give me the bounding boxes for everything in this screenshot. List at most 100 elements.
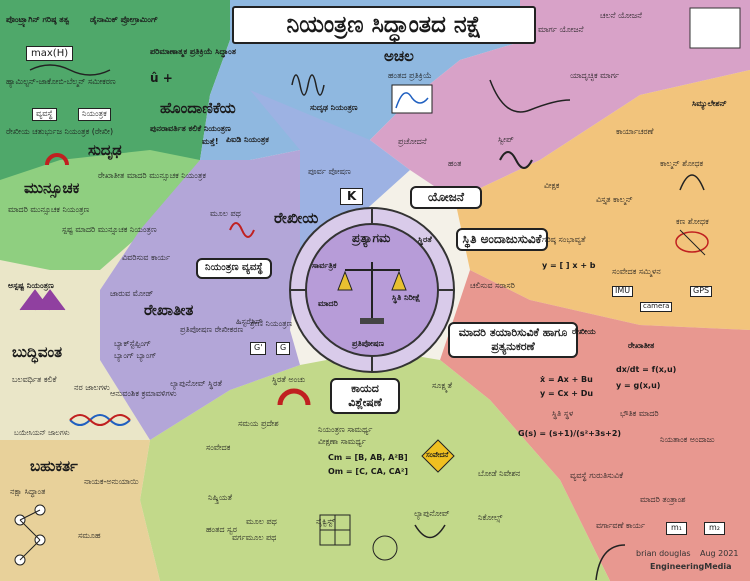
region-multiagent [0, 440, 160, 581]
observability-label: ವೀಕ್ಷಣಾ ಸಾಮರ್ಥ್ಯ [318, 437, 366, 446]
sens-label: ಸೂಕ್ಷ್ಮತೆ [432, 381, 453, 390]
ekf-label: ವಿಸ್ತೃತ ಕಾಲ್ಮನ್ [596, 195, 633, 204]
gps-box: GPS [690, 286, 713, 297]
graph-theory-label: ನಕ್ಷಾ ಸಿದ್ಧಾಂತ [10, 487, 46, 496]
linear-heading: ರೇಖೀಯ [274, 209, 319, 227]
predictive-heading: ಮುನ್ಸೂಚಕ [24, 179, 80, 197]
hub-feedback: ಪ್ರತ್ಯಾಗಮ [352, 231, 391, 245]
nyquist-label: ನೈಕ್ವಿಸ್ಟ್ [316, 517, 335, 526]
backstep-label: ಬ್ಯಾಕ್‌ಸ್ಟೆಪ್ಪಿಂಗ್ [114, 339, 151, 348]
g1-box: G' [250, 342, 267, 355]
domain-label: ಭೌತಿಕ ಮಾದರಿ [620, 409, 659, 418]
page-title: ನಿಯಂತ್ರಣ ಸಿದ್ಧಾಂತದ ನಕ್ಷೆ [232, 6, 536, 44]
nichols-label: ನಿಕೋಲ್ಸ್ [478, 513, 503, 522]
particle-label: ಕಣ ಶೋಧಕ [676, 217, 709, 226]
path-planning-label: ಮಾರ್ಗ ಯೋಜನೆ [538, 25, 584, 34]
lqr-label: ರೇಖೀಯ ಚತುರ್ಭುಜ ನಿಯಂತ್ರಕ (ರೇಖೀ) [6, 127, 114, 136]
m1-box: m₁ [666, 522, 687, 535]
hub-universal: ಸಾರ್ವತ್ರಿಕ [312, 261, 337, 270]
region-predictive [0, 150, 200, 270]
uhat-label: û + [150, 71, 173, 85]
impulse-label: ಪ್ರಚೋದನೆ [398, 137, 427, 146]
mle-label: ಗರಿಷ್ಠ ಸಂಭಾವ್ಯತೆ [542, 235, 586, 244]
param-label: ನಿಯತಾಂಕ ಅಂದಾಜು [660, 435, 715, 444]
nl2-label: y = g(x,u) [616, 381, 661, 390]
passive-label: ನಿಷ್ಕ್ರಿಯತೆ [208, 493, 233, 502]
pid-label: ಪಿಐಡಿ ನಿಯಂತ್ರಕ [226, 135, 269, 144]
stochastic-label: ಯಾದೃಚ್ಛಿಕ ಮಾರ್ಗ [570, 71, 620, 80]
credit-author: brian douglas [636, 549, 691, 558]
nonlinear-model-label: ರೇಖಾತೀತ [628, 341, 655, 350]
margin-label: ಸ್ಥಿರತೆ ಅಂಚು [272, 375, 306, 384]
om-label: Om = [C, CA, CA²] [328, 467, 409, 476]
describing-label: ವಿವರಿಸುವ ಕಾರ್ಯ [122, 253, 171, 262]
sweep-label: ಸ್ವೀಪ್ [498, 135, 514, 144]
plant-box: ವ್ಯವಸ್ಥೆ [32, 108, 57, 121]
scale-icon [337, 262, 407, 324]
warn-label: ಸಂವೇದನೆ [426, 451, 449, 459]
tf-label: ವರ್ಗಾವಣೆ ಕಾರ್ಯ [596, 521, 646, 530]
robust-ctrl-label: ಸುದೃಢ ನಿಯಂತ್ರಣ [310, 103, 358, 112]
region-system [140, 350, 610, 581]
bayes-label: ಬಯೇಸಿಯನ್ ಜಾಲಗಳು [14, 429, 70, 437]
ss-label: ಸ್ಥಿತಿ ಸ್ಥಳ [552, 409, 574, 418]
learn-label: ಪುನರಾವರ್ತಿತ ಕಲಿಕೆ ನಿಯಂತ್ರಣ [150, 124, 231, 133]
root-locus-label: ಮೂಲ ಪಥ [210, 209, 241, 218]
mpc-label: ಮಾದರಿ ಮುನ್ಸೂಚಕ ನಿಯಂತ್ರಣ [8, 205, 90, 214]
pwm-label: ವರ್ಗಮೂಲ ಪಥ [232, 533, 277, 542]
feedbacklin-label: ಪ್ರತಿಪೋಷಣ ರೇಖೀಕರಣ [180, 325, 244, 334]
hub-feedforward: ಪ್ರತಿಪೋಷಣ [352, 339, 385, 348]
bangbang-label: ಬ್ಯಾಂಗ್ ಬ್ಯಾಂಗ್ [114, 351, 157, 360]
adaptive-heading: ಹೊಂದಾಣಿಕೆಯ [160, 99, 236, 117]
kalman-label: ಕಾಲ್ಮನ್ ಶೋಧಕ [660, 159, 704, 168]
hjb-label: ಹ್ಯಾಮಿಲ್ಟನ್-ಜಾಕೋಬಿ-ಬೆಲ್ಮನ್ ಸಮೀಕರಣ [6, 77, 116, 86]
maxh-box: max(H) [26, 46, 74, 61]
hub-stability: ಸ್ಥಿರತೆ [418, 235, 432, 244]
system-analysis-box: ಕಾಯದ ವಿಶ್ಲೇಷಣೆ [330, 378, 400, 414]
hysteresis-label: ಹಿಸ್ಟರೆಸಿಸ್ [236, 317, 262, 326]
nn-label: ನರ ಜಾಲಗಳು [74, 383, 110, 392]
rl-label: ಬಲವರ್ಧಿತ ಕಲಿಕೆ [12, 375, 57, 384]
ctrl-box: ನಿಯಂತ್ರಕ [78, 108, 111, 121]
explicit-mpc-label: ಸ್ಪಷ್ಟ ಮಾದರಿ ಮುನ್ಸೂಚಕ ನಿಯಂತ್ರಣ [62, 225, 157, 234]
region-planning [370, 0, 750, 200]
region-nonlinear [100, 150, 300, 440]
leader-follower-label: ನಾಯಕ-ಅನುಯಾಯಿ [84, 477, 139, 486]
hinf-label: ಪರಿಮಾಣಾತ್ಮಕ ಪ್ರತಿಕ್ರಿಯೆ ಸಿದ್ಧಾಂತ [150, 47, 236, 56]
nl1-label: dx/dt = f(x,u) [616, 365, 677, 374]
multiagent-heading: ಬಹುಕರ್ತ [30, 457, 78, 475]
robust-heading: ಸುದೃಢ [88, 141, 122, 159]
sensor-label: ಸಂವೇದಕ [206, 443, 231, 452]
hub-model: ಮಾದರಿ [318, 299, 338, 308]
pontryagin-label: ಪೊಂಟ್ರ್ಯಾಗಿನ್ ಗರಿಷ್ಠ ತತ್ವ [6, 15, 70, 24]
rlocus-label: ಮೂಲ ಪಥ [246, 517, 277, 526]
ss1-label: ẋ = Ax + Bu [540, 375, 593, 384]
motion-planning-label: ಚಲನೆ ಯೋಜನೆ [600, 11, 642, 20]
sensor-fusion-label: ಸಂವೇದಕ ಸಮ್ಮಿಳನ [612, 267, 661, 276]
modeling-box: ಮಾದರಿ ತಯಾರಿಸುವಿಕೆ ಹಾಗೂ ಪ್ರತ್ಯನುಕರಣೆ [448, 322, 578, 358]
linear-model-label: ರೇಖೀಯ [572, 327, 596, 336]
sliding-label: ಜಾರುವ ಮೋಡ್ [110, 289, 154, 298]
camera-box: camera [640, 302, 673, 312]
bode-label: ಬೋಡೆ ನಿವೇಶನ [478, 469, 521, 478]
fuzzy-label: ಅಸ್ಪಷ್ಟ ನಿಯಂತ್ರಣ [8, 281, 54, 290]
genetic-label: ಆನುವಂಶಿಕ ಕ್ರಮಾವಳಿಗಳು [110, 389, 177, 398]
g2-box: G [276, 342, 291, 355]
cm-label: Cm = [B, AB, A²B] [328, 453, 408, 462]
stable-heading: ಅಚಲ [384, 47, 414, 65]
ff-label: ಪೂರ್ವ ಪೋಷಣ [308, 167, 351, 176]
model-sw-label: ಮಾದರಿ ತಂತ್ರಾಂಶ [640, 495, 686, 504]
dynprog-label: ಡೈನಾಮಿಕ್ ಪ್ರೋಗ್ರಾಮಿಂಗ್ [90, 15, 158, 24]
planning-box: ಯೋಜನೆ [410, 186, 482, 209]
controllability-label: ನಿಯಂತ್ರಣ ಸಾಮರ್ಥ್ಯ [318, 425, 373, 434]
lyap-label: ಲ್ಯಾಪುನೋವ್ [414, 509, 450, 518]
control-system-box: ನಿಯಂತ್ರಣ ವ್ಯವಸ್ಥೆ [196, 258, 272, 279]
nonlinear-heading: ರೇಖಾತೀತ [144, 301, 194, 319]
swarm-label: ಸಮೂಹ [78, 531, 101, 540]
discrete-label: ಹಂತದ ಸ್ವರ [206, 525, 237, 534]
estimation-box: ಸ್ಥಿತಿ ಅಂದಾಜುಸುವಿಕೆ [456, 228, 548, 251]
eq-label: y = [ ] x + b [542, 261, 596, 270]
tf-eq-label: G(s) = (s+1)/(s²+3s+2) [518, 429, 622, 438]
cascade-label: ಶ್ರೇಣಿ ನಿಯಂತ್ರಣ [250, 319, 293, 328]
